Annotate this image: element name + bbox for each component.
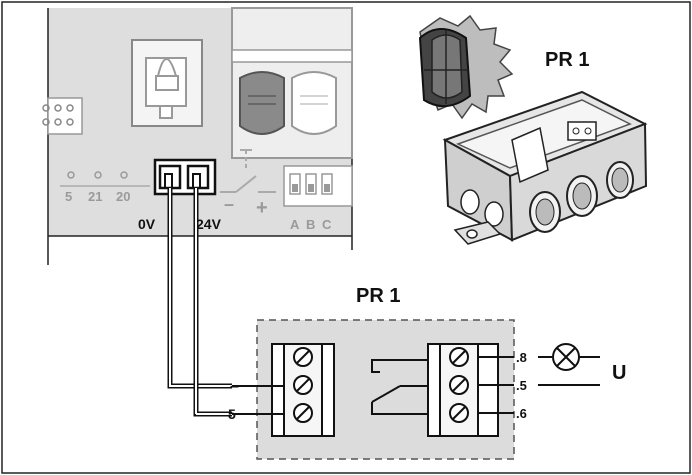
module-label-top: PR 1 bbox=[545, 49, 589, 71]
lamp-symbol-icon bbox=[552, 343, 580, 371]
board-terminal-label: 5 bbox=[65, 189, 72, 204]
switch-minus-label: – bbox=[224, 194, 234, 214]
terminal-0v-label: 0V bbox=[138, 216, 156, 232]
input-terminal-block bbox=[232, 343, 335, 437]
dip-label: A bbox=[290, 217, 300, 232]
switch-plus-label: + bbox=[256, 197, 268, 219]
chip-socket bbox=[131, 39, 203, 127]
relay-module-icon bbox=[442, 90, 648, 245]
power-terminal-block: 0V 24V bbox=[138, 158, 222, 232]
input-terminal-label: 5 bbox=[228, 406, 236, 422]
output-terminal-label: .8 bbox=[516, 350, 527, 365]
dip-switch: A B C bbox=[283, 165, 353, 232]
terminal-24v-label: 24V bbox=[196, 216, 222, 232]
lamp-circuit bbox=[538, 343, 600, 386]
board-terminal-label: 21 bbox=[88, 189, 102, 204]
output-terminal-label: .6 bbox=[516, 406, 527, 421]
dip-label: C bbox=[322, 217, 332, 232]
board-terminal-label: 20 bbox=[116, 189, 130, 204]
pin-header bbox=[42, 97, 83, 135]
output-terminal-block bbox=[427, 343, 514, 437]
dip-label: B bbox=[306, 217, 315, 232]
board-terminal-strip: 5 21 20 bbox=[60, 171, 150, 204]
warning-lamp-icon bbox=[418, 14, 514, 120]
control-board: 5 21 20 0V 24V – + bbox=[42, 7, 353, 265]
lamp-supply-label: U bbox=[612, 362, 626, 384]
connection-wires bbox=[167, 188, 232, 417]
relay-contact-icon bbox=[371, 359, 435, 415]
input-terminal-label: – bbox=[230, 378, 239, 395]
relay-housing bbox=[231, 7, 353, 159]
module-label-box: PR 1 bbox=[356, 285, 400, 307]
switch-symbol: – + bbox=[220, 149, 276, 219]
output-terminal-label: .5 bbox=[516, 378, 527, 393]
